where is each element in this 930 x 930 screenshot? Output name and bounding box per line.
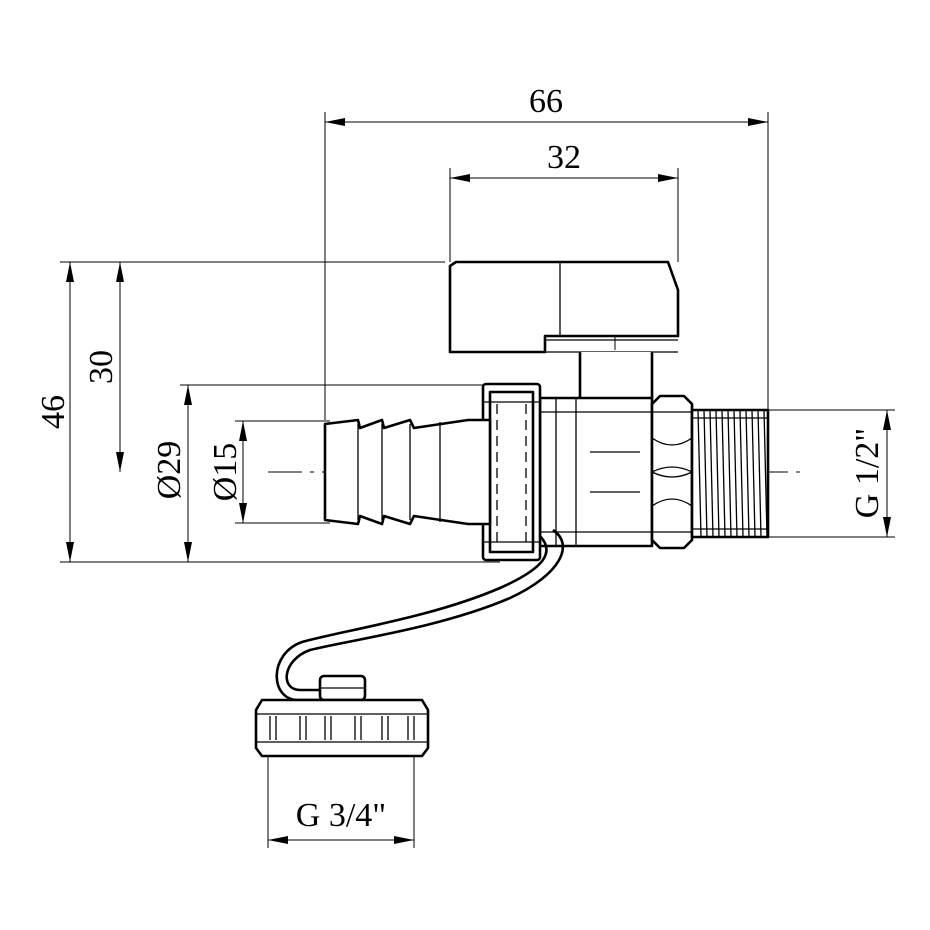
hose-barb: [323, 418, 492, 526]
butterfly-handle: [448, 260, 680, 354]
thread-line: [745, 409, 750, 538]
thread-line: [709, 409, 714, 538]
dimension-label-46: 46: [35, 395, 72, 429]
dimension-label-66: 66: [529, 83, 563, 120]
union-knurl-lines: [496, 404, 527, 542]
thread-line: [727, 409, 732, 538]
retaining-wire: [275, 528, 565, 702]
dimension-46: 46: [35, 261, 500, 563]
dimension-diameter-15: Ø15: [207, 420, 330, 524]
dimension-diameter-29: Ø29: [151, 384, 520, 562]
dimension-label-diameter-29: Ø29: [151, 441, 188, 500]
dimension-g-three-quarter: G 3/4": [267, 752, 415, 848]
thread-line: [751, 409, 756, 538]
dimension-30: 30: [83, 262, 124, 472]
hose-cap: [254, 674, 430, 758]
dimension-66: 66: [324, 83, 769, 420]
union-nut: [481, 382, 542, 562]
thread-line: [739, 409, 744, 538]
thread-line: [703, 409, 708, 538]
cap-knurl-lines: [269, 716, 415, 740]
dimension-label-30: 30: [83, 350, 120, 384]
hex-nut: [650, 394, 694, 550]
thread-line: [763, 409, 768, 538]
thread-line: [733, 409, 738, 538]
thread-line: [757, 409, 762, 538]
valve-body: [538, 396, 654, 548]
outlet-thread-lines: [697, 409, 768, 538]
dimension-32: 32: [449, 139, 679, 262]
dimension-label-g-half: G 1/2": [849, 428, 886, 518]
thread-line: [715, 409, 720, 538]
thread-line: [697, 409, 702, 538]
dimension-label-32: 32: [547, 139, 581, 176]
thread-line: [721, 409, 726, 538]
dimension-label-diameter-15: Ø15: [207, 443, 244, 502]
dimension-g-half: G 1/2": [768, 409, 895, 538]
dimension-label-g-three-quarter: G 3/4": [296, 797, 386, 834]
